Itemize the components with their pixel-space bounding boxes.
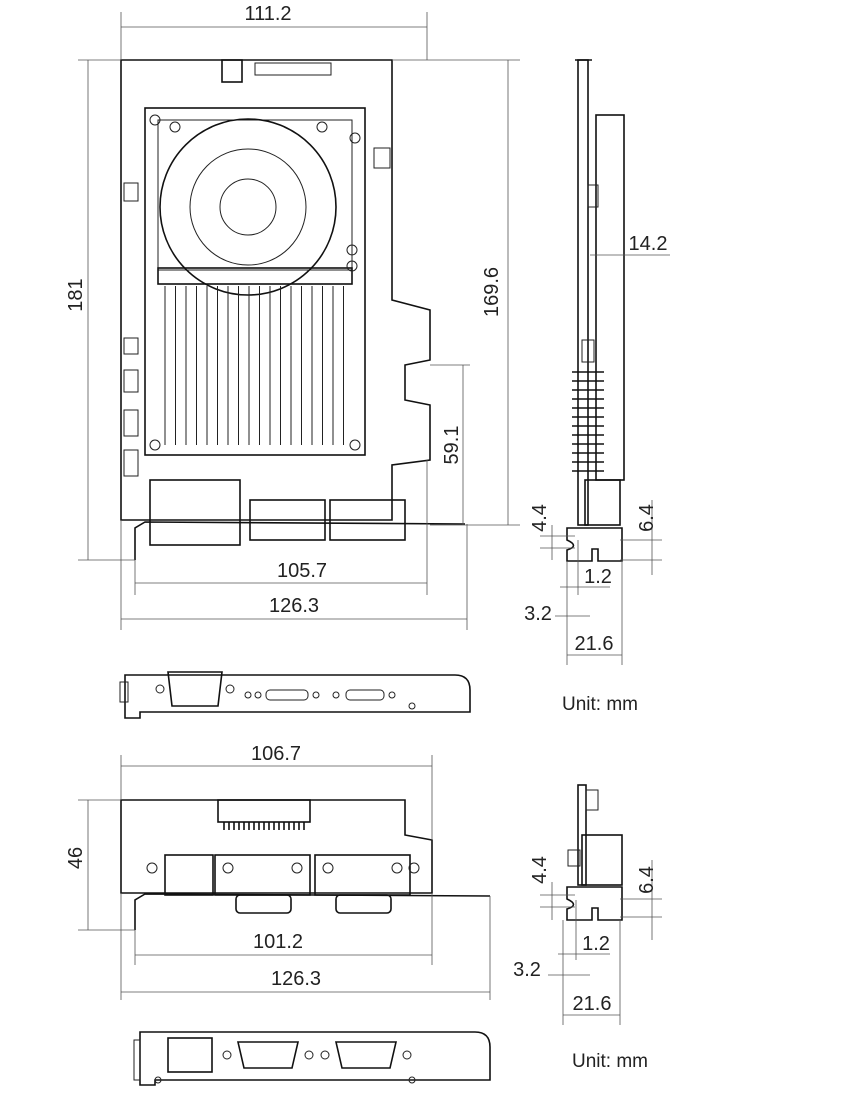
unit-label-2: Unit: mm	[572, 1051, 648, 1072]
dim-c: 1.2	[584, 566, 612, 588]
card1-small-connector	[123, 337, 139, 355]
dim2-e: 21.6	[573, 993, 612, 1015]
card1-bracket-front-view	[119, 671, 471, 719]
dim-height-slot: 59.1	[441, 426, 463, 465]
dim-thickness: 14.2	[629, 233, 668, 255]
card1-dimensions: 111.2 181 169.6 59.1 105.7 126.3	[65, 3, 520, 630]
dim2-a: 4.4	[529, 856, 551, 884]
card2-dimensions: 106.7 46 101.2 126.3	[65, 743, 491, 1000]
db9-port-icon	[334, 1041, 398, 1069]
card2-db9-frame-1	[214, 854, 311, 896]
card2-db9-frame-2	[314, 854, 411, 896]
dim2-b: 6.4	[636, 866, 658, 894]
card2-rj45-connector	[164, 854, 214, 896]
card1-side-connector	[584, 479, 621, 526]
rj45-port-icon	[167, 1037, 213, 1073]
dim2-height-total: 46	[65, 847, 87, 869]
dim-width-bracket: 126.3	[269, 595, 319, 617]
dim2-width-bracket: 126.3	[271, 968, 321, 990]
card2-pin-header	[217, 799, 311, 823]
card2-side-connector	[581, 834, 623, 886]
card1-dvi-connector-1	[249, 499, 326, 541]
vga-port-icon	[167, 671, 223, 707]
card1-vga-connector	[149, 479, 241, 546]
card2-header-pins	[223, 822, 305, 830]
card1-side-bracket	[566, 527, 623, 562]
screw-icons	[149, 114, 361, 451]
card1-heatsink-fins	[164, 286, 344, 445]
db9-port-icon	[236, 1041, 300, 1069]
card1-jumper-block	[123, 409, 139, 437]
card2-bracket-edge	[134, 893, 491, 930]
unit-label: Unit: mm	[562, 694, 638, 715]
card1-side-pcb	[577, 59, 589, 526]
card1-top-view	[120, 59, 466, 560]
dim2-d: 3.2	[513, 959, 541, 981]
dvi-port-icon	[345, 689, 385, 701]
dim2-c: 1.2	[582, 933, 610, 955]
dim-height-board: 169.6	[481, 267, 503, 317]
card1-top-connector	[221, 59, 243, 83]
card2-bracket-front-view	[133, 1031, 491, 1086]
card1-jumper-block	[123, 369, 139, 393]
card1-jumper-block	[123, 449, 139, 477]
dvi-port-icon	[265, 689, 309, 701]
dim-b: 6.4	[636, 504, 658, 532]
dim2-width-board: 101.2	[253, 931, 303, 953]
dim-height-total: 181	[65, 278, 87, 311]
card2-side-bracket	[566, 886, 623, 921]
card1-side-fins	[572, 371, 604, 472]
card1-side-dimensions: 14.2 4.4 6.4 1.2 3.2 21.6	[524, 233, 670, 665]
card1-small-connector	[373, 147, 391, 169]
card1-dvi-connector-2	[329, 499, 406, 541]
card2-pcb-outline	[120, 799, 433, 894]
card1-pin-header	[254, 62, 332, 76]
dim-a: 4.4	[529, 504, 551, 532]
dim-width-board: 105.7	[277, 560, 327, 582]
card1-pcb-outline	[120, 59, 431, 521]
fan-icon	[159, 118, 337, 296]
card1-bracket-edge	[134, 521, 466, 560]
card1-heatsink-module	[144, 107, 366, 456]
card2-top-view	[120, 799, 491, 930]
card2-side-view	[566, 784, 623, 921]
card1-fan-base	[157, 267, 353, 285]
dim-d: 3.2	[524, 603, 552, 625]
dim-width-top: 111.2	[244, 3, 291, 25]
card1-small-connector	[123, 182, 139, 202]
dim-e: 21.6	[575, 633, 614, 655]
dim2-width-top: 106.7	[251, 743, 301, 765]
card1-side-view	[566, 59, 625, 562]
card2-side-dimensions: 4.4 6.4 1.2 3.2 21.6	[513, 856, 662, 1025]
